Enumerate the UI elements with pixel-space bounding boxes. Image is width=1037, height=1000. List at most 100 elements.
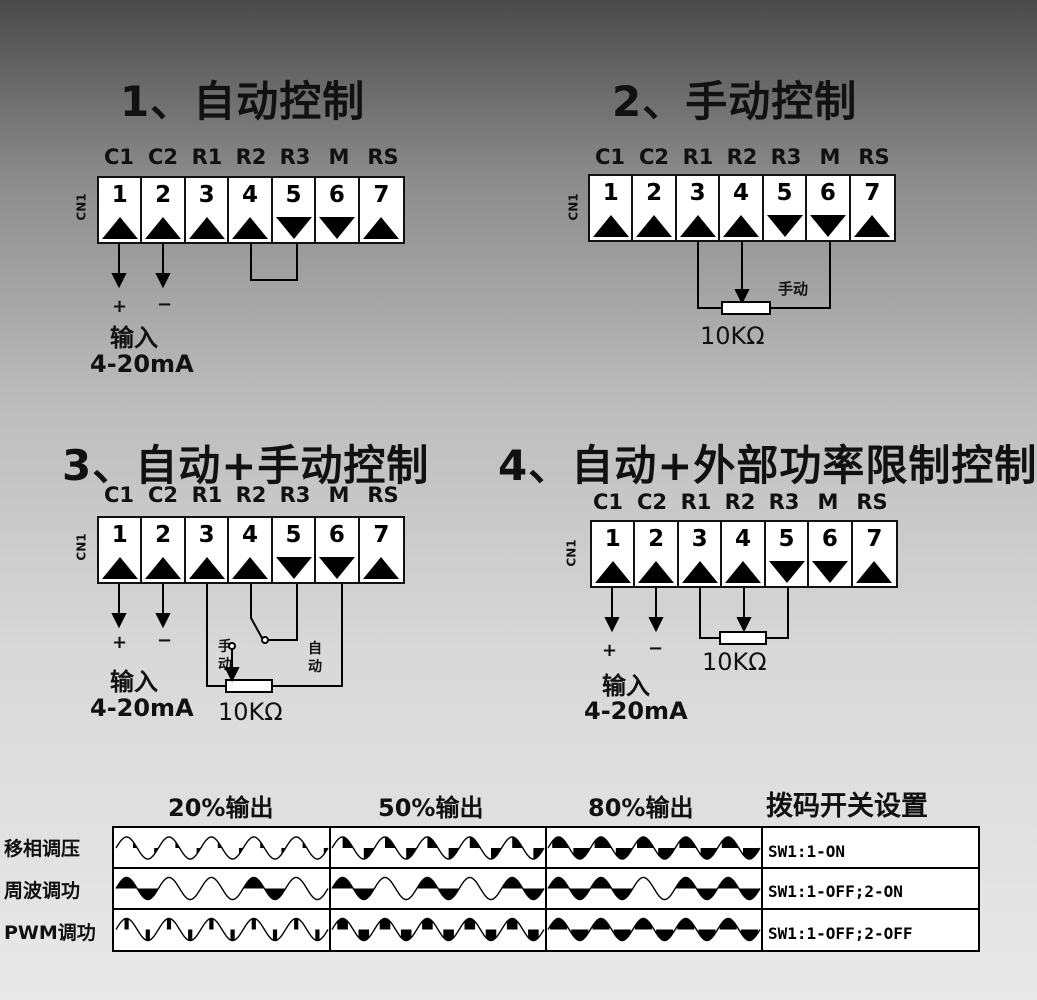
- conduction-fill: [590, 877, 612, 889]
- current-label: 4-20mA: [584, 697, 688, 725]
- terminal-cell: 5: [273, 178, 317, 242]
- conduction-fill: [400, 929, 412, 941]
- switch-common: [250, 584, 263, 639]
- terminal-number: 3: [689, 180, 706, 206]
- conduction-fill: [501, 877, 523, 889]
- header-switch: 拨码开关设置: [766, 791, 928, 822]
- conduction-fill: [145, 929, 150, 941]
- conduction-fill: [342, 837, 354, 848]
- terminal-label: R2: [235, 145, 267, 169]
- terminal-label: C1: [103, 483, 135, 507]
- terminal-label: R3: [770, 145, 802, 169]
- terminal-label: R1: [191, 145, 223, 169]
- potentiometer-body: [719, 631, 767, 645]
- header-80: 80%输出: [588, 794, 694, 822]
- terminal-label: R2: [726, 145, 758, 169]
- terminal-label: R2: [724, 490, 756, 514]
- manual-label-a: 手: [218, 639, 232, 655]
- pot-wire-right: [272, 584, 343, 687]
- diagram-3-terminal-labels: C1 C2 R1 R2 R3 M RS: [97, 483, 405, 507]
- terminal-cell: 2: [633, 176, 677, 240]
- conduction-fill: [675, 877, 697, 889]
- arrow-up-icon: [681, 561, 718, 583]
- sine-wave: [115, 917, 329, 942]
- terminal-number: 2: [648, 526, 665, 552]
- conduction-fill: [166, 918, 172, 930]
- terminal-cell: 7: [851, 176, 894, 240]
- terminal-number: 6: [819, 180, 836, 206]
- arrow-up-icon: [636, 215, 673, 237]
- conduction-fill: [443, 929, 454, 941]
- terminal-cell: 2: [142, 518, 186, 582]
- conduction-fill: [522, 888, 544, 900]
- terminal-cell: 6: [807, 176, 851, 240]
- conduction-fill: [217, 841, 222, 848]
- current-label: 4-20mA: [90, 694, 194, 722]
- current-label: 4-20mA: [90, 350, 194, 378]
- arrow-up-icon: [853, 215, 890, 237]
- conduction-fill: [637, 837, 654, 848]
- conduction-fill: [264, 888, 286, 900]
- conduction-fill: [721, 837, 739, 848]
- input-label: 输入: [602, 672, 650, 700]
- potentiometer-body: [225, 679, 273, 693]
- terminal-cell: 1: [590, 176, 634, 240]
- conduction-fill: [416, 877, 438, 889]
- terminal-number: 7: [373, 182, 390, 208]
- terminal-cell: 4: [229, 178, 273, 242]
- terminal-cell: 4: [229, 518, 273, 582]
- conduction-fill: [363, 848, 375, 859]
- terminal-label: C2: [147, 483, 179, 507]
- minus-sign: −: [648, 638, 664, 659]
- row-label-cycle: 周波调功: [4, 880, 81, 902]
- conduction-fill: [571, 929, 589, 941]
- terminal-cell: 7: [853, 522, 896, 586]
- conduction-fill: [698, 929, 716, 941]
- conduction-fill: [743, 848, 760, 859]
- switch-setting-row-3: SW1:1-OFF;2-OFF: [768, 924, 913, 943]
- arrow-down-icon: [812, 561, 849, 583]
- conduction-fill: [116, 877, 138, 889]
- terminal-label: M: [328, 483, 350, 507]
- terminal-number: 7: [866, 526, 883, 552]
- diagram-2-title: 2、手动控制: [612, 77, 858, 126]
- conduction-fill: [656, 929, 674, 941]
- plus-sign: +: [112, 296, 128, 317]
- conduction-fill: [427, 837, 438, 848]
- conduction-fill: [613, 929, 631, 941]
- terminal-cell: 7: [360, 178, 403, 242]
- conduction-fill: [302, 841, 307, 848]
- terminal-label: C2: [638, 145, 670, 169]
- arrow-head: [111, 273, 127, 289]
- conduction-fill: [438, 888, 460, 900]
- terminal-cell: 3: [186, 518, 230, 582]
- terminal-label: RS: [858, 145, 890, 169]
- conduction-fill: [448, 848, 460, 859]
- input-label: 输入: [110, 324, 158, 352]
- conduction-fill: [196, 848, 201, 855]
- header-50: 50%输出: [378, 794, 484, 822]
- terminal-number: 6: [821, 526, 838, 552]
- arrow-up-icon: [188, 217, 225, 239]
- conduction-fill: [658, 848, 676, 859]
- diagram-3-title: 3、自动+手动控制: [62, 441, 430, 490]
- sine-wave: [331, 917, 545, 942]
- terminal-number: 5: [285, 182, 302, 208]
- terminal-number: 5: [776, 180, 793, 206]
- wiper-arrow: [734, 289, 750, 305]
- arrow-down-icon: [275, 557, 312, 579]
- arrow-up-icon: [723, 215, 760, 237]
- terminal-number: 4: [733, 180, 750, 206]
- arrow-up-icon: [595, 561, 631, 583]
- terminal-cell: 5: [766, 522, 810, 586]
- terminal-label: C1: [592, 490, 624, 514]
- wiring-lines: [111, 242, 831, 693]
- conduction-fill: [533, 848, 544, 859]
- conduction-fill: [512, 837, 523, 848]
- conduction-fill: [406, 848, 417, 859]
- terminal-label: R2: [235, 483, 267, 507]
- arrow-up-icon: [855, 561, 892, 583]
- conduction-fill: [573, 848, 591, 859]
- arrow-up-icon: [362, 217, 399, 239]
